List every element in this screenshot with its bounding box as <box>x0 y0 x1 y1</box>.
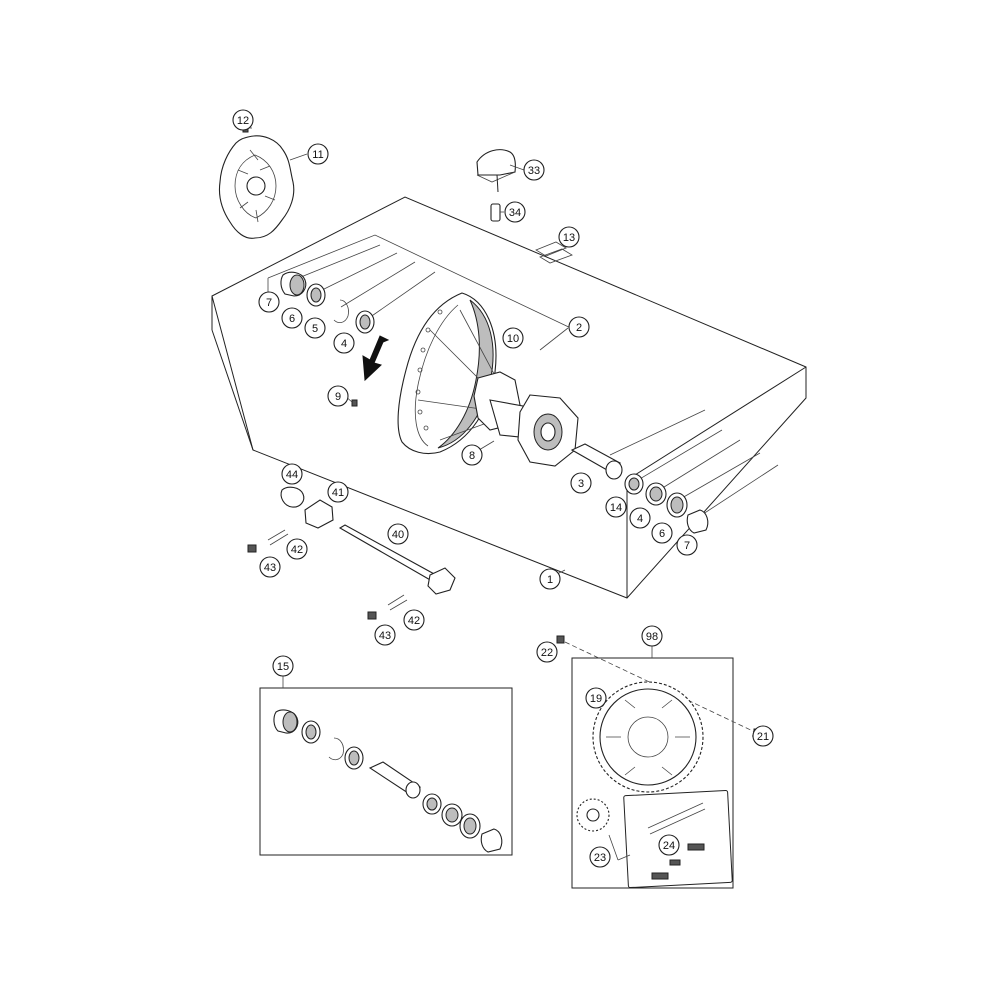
callout-6-right: 6 <box>651 522 673 544</box>
callout-10: 10 <box>502 327 524 349</box>
svg-text:23: 23 <box>594 852 606 864</box>
svg-text:21: 21 <box>757 731 769 743</box>
svg-text:9: 9 <box>335 391 341 403</box>
callouts: 12 11 33 34 13 7 6 5 4 10 2 9 8 3 14 4 6… <box>232 109 774 868</box>
callout-33: 33 <box>523 159 545 181</box>
callout-15: 15 <box>272 655 294 677</box>
callout-6-left: 6 <box>281 307 303 329</box>
callout-44: 44 <box>281 463 303 485</box>
svg-text:5: 5 <box>312 323 318 335</box>
valve-screw <box>351 399 358 407</box>
callout-42-upper: 42 <box>286 538 308 560</box>
svg-text:41: 41 <box>332 487 344 499</box>
svg-text:43: 43 <box>264 562 276 574</box>
svg-text:43: 43 <box>379 630 391 642</box>
svg-text:34: 34 <box>509 207 521 219</box>
rotation-arrow <box>362 335 390 382</box>
right-bearing-stack <box>570 443 709 534</box>
axle-assembly <box>247 486 456 620</box>
svg-text:1: 1 <box>547 574 553 586</box>
svg-text:8: 8 <box>469 450 475 462</box>
svg-text:4: 4 <box>341 338 347 350</box>
svg-text:12: 12 <box>237 115 249 127</box>
callout-43-lower: 43 <box>374 624 396 646</box>
callout-2: 2 <box>568 316 590 338</box>
svg-text:24: 24 <box>663 840 675 852</box>
callout-13: 13 <box>558 226 580 248</box>
callout-23: 23 <box>589 846 611 868</box>
hub <box>417 309 579 467</box>
callout-14: 14 <box>605 496 627 518</box>
callout-7-left: 7 <box>258 291 280 313</box>
svg-text:42: 42 <box>291 544 303 556</box>
callout-7-right: 7 <box>676 534 698 556</box>
svg-text:42: 42 <box>408 615 420 627</box>
callout-98: 98 <box>641 625 663 647</box>
svg-text:44: 44 <box>286 469 298 481</box>
callout-11: 11 <box>307 143 329 165</box>
callout-43-upper: 43 <box>259 556 281 578</box>
svg-text:11: 11 <box>312 149 323 161</box>
svg-text:4: 4 <box>637 513 643 525</box>
svg-text:7: 7 <box>684 540 690 552</box>
svg-text:13: 13 <box>563 232 575 244</box>
chain-guide <box>476 149 516 222</box>
svg-text:6: 6 <box>659 528 665 540</box>
svg-text:33: 33 <box>528 165 540 177</box>
callout-1: 1 <box>539 568 561 590</box>
callout-4-right: 4 <box>629 507 651 529</box>
svg-text:19: 19 <box>590 693 602 705</box>
callout-42-lower: 42 <box>403 609 425 631</box>
spoke-set <box>535 241 573 264</box>
callout-22: 22 <box>536 641 558 663</box>
svg-text:14: 14 <box>610 502 622 514</box>
svg-text:98: 98 <box>646 631 658 643</box>
callout-40: 40 <box>387 523 409 545</box>
bearing-kit-box <box>259 676 513 856</box>
left-bearing-stack <box>280 271 375 334</box>
callout-21: 21 <box>752 725 774 747</box>
svg-text:2: 2 <box>576 322 582 334</box>
callout-9: 9 <box>327 385 349 407</box>
brake-disc <box>218 126 295 239</box>
callout-19: 19 <box>585 687 607 709</box>
svg-text:7: 7 <box>266 297 272 309</box>
svg-text:6: 6 <box>289 313 295 325</box>
rim <box>397 292 497 455</box>
wheel-assembly-box <box>211 196 807 599</box>
svg-text:15: 15 <box>277 661 289 673</box>
svg-text:10: 10 <box>507 333 519 345</box>
callout-24: 24 <box>658 834 680 856</box>
svg-text:40: 40 <box>392 529 404 541</box>
sprocket-kit-box <box>556 635 763 889</box>
callout-4-left: 4 <box>333 332 355 354</box>
callout-34: 34 <box>504 201 526 223</box>
callout-5: 5 <box>304 317 326 339</box>
svg-text:3: 3 <box>578 478 584 490</box>
callout-8: 8 <box>461 444 483 466</box>
callout-3: 3 <box>570 472 592 494</box>
callout-12: 12 <box>232 109 254 131</box>
callout-41: 41 <box>327 481 349 503</box>
svg-text:22: 22 <box>541 647 553 659</box>
